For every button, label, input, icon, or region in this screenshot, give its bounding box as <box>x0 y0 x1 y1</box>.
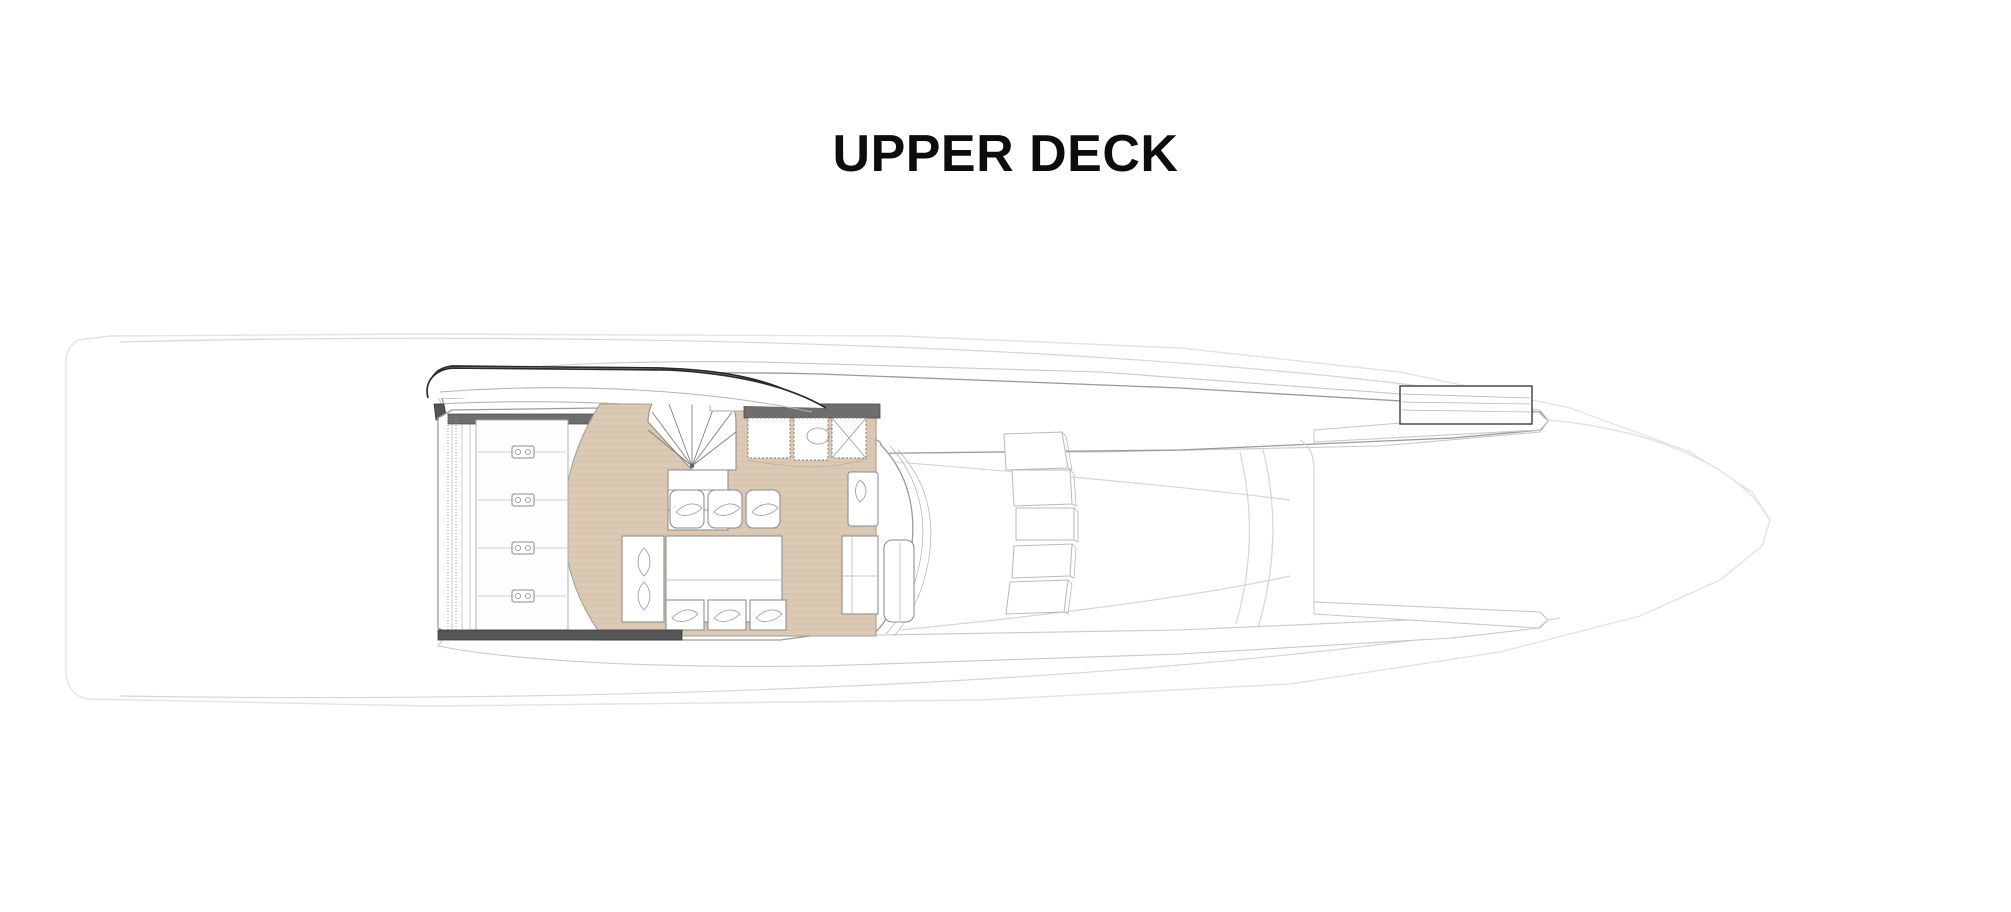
chair-3 <box>745 489 781 529</box>
bow-section <box>1235 385 1769 629</box>
hatch-3 <box>1015 507 1079 543</box>
dining-seating <box>621 489 787 631</box>
side-seat-fwd-3 <box>749 599 787 631</box>
galley-counter <box>743 403 881 467</box>
lounger-row <box>478 445 570 603</box>
aft-sill-band <box>437 629 683 641</box>
stair-treads <box>647 388 737 467</box>
galley-hob-unit <box>831 417 867 459</box>
aft-deck-loungers <box>447 416 570 636</box>
hatch-1 <box>1003 431 1073 471</box>
chair-1 <box>669 489 705 529</box>
page-title: UPPER DECK <box>832 125 1179 183</box>
lounger-1 <box>478 445 566 459</box>
hatch-2 <box>1011 469 1077 507</box>
lounger-3 <box>478 541 570 555</box>
side-seat-port <box>621 535 665 623</box>
aft-roof-overhang <box>426 367 827 413</box>
foredeck-hatches <box>1003 431 1079 615</box>
hatch-4 <box>1011 543 1077 579</box>
lounger-2 <box>478 493 570 507</box>
galley-cabinet-1 <box>747 417 791 459</box>
starboard-cabinet <box>841 471 915 623</box>
side-seat-fwd-1 <box>665 599 705 631</box>
hatch-5 <box>1005 579 1073 615</box>
chair-2 <box>707 489 743 529</box>
bow-bulwark <box>1399 385 1533 425</box>
side-seat-fwd-2 <box>707 599 747 631</box>
lounger-4 <box>478 589 566 603</box>
